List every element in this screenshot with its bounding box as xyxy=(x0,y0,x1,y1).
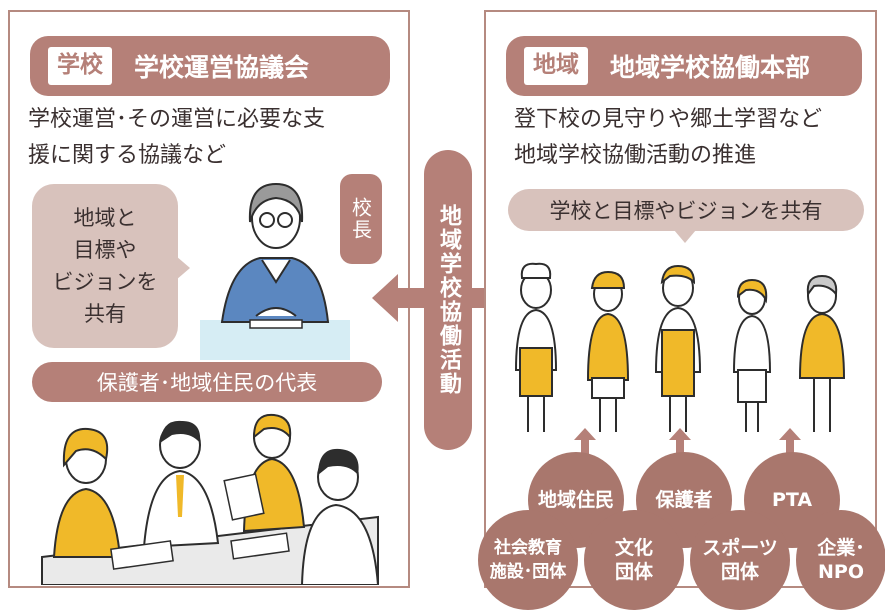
community-school-activity-bar: 地域学校協働活動 xyxy=(424,150,472,450)
up-arrow-stem-1 xyxy=(581,440,589,454)
meeting-illustration xyxy=(41,413,380,585)
circle-companies-npo: 企業･ NPO xyxy=(796,510,885,610)
office-woman-figure xyxy=(732,278,772,432)
up-arrow-3 xyxy=(779,428,801,440)
chef-figure xyxy=(514,262,558,432)
glasses-left xyxy=(259,212,275,228)
community-description: 登下校の見守りや郷土学習など 地域学校協働活動の推進 xyxy=(514,102,822,174)
share-vision-bubble: 学校と目標やビジョンを共有 xyxy=(508,189,864,243)
school-description: 学校運営･その運営に必要な支 援に関する協議など xyxy=(28,102,325,174)
person2-hair xyxy=(160,420,201,443)
table-document-1 xyxy=(110,540,174,570)
meeting-paper xyxy=(223,473,265,521)
up-arrow-2 xyxy=(669,428,691,440)
community-tag: 地域 xyxy=(524,47,588,85)
principal-hands xyxy=(255,307,297,317)
community-headquarters-title: 地域学校協働本部 xyxy=(610,53,811,82)
community-people-illustration xyxy=(514,262,846,432)
up-arrow-stem-3 xyxy=(786,440,794,454)
community-header: 地域 地域学校協働本部 xyxy=(506,36,862,96)
person1-hair xyxy=(62,427,109,468)
school-desc-line1: 学校運営･その運営に必要な支 xyxy=(28,107,326,132)
arrow-left-head xyxy=(372,274,398,322)
shared-vision-bubble: 地域と 目標や ビジョンを 共有 xyxy=(32,184,190,348)
person1-body xyxy=(52,487,122,558)
school-panel: 学校 学校運営協議会 学校運営･その運営に必要な支 援に関する協議など 地域と … xyxy=(8,10,410,588)
representatives-banner: 保護者･地域住民の代表 xyxy=(32,362,382,402)
school-desc-line2: 援に関する協議など xyxy=(28,143,227,168)
school-tag: 学校 xyxy=(48,47,112,85)
circle-culture: 文化 団体 xyxy=(584,510,684,610)
principal-illustration xyxy=(200,182,350,360)
principal-hair xyxy=(248,182,304,223)
community-desc-line2: 地域学校協働活動の推進 xyxy=(514,143,757,168)
principal-collar xyxy=(261,259,291,284)
community-panel: 地域 地域学校協働本部 登下校の見守りや郷土学習など 地域学校協働活動の推進 学… xyxy=(478,10,885,610)
up-arrow-stem-2 xyxy=(676,440,684,454)
table-document-2 xyxy=(230,532,290,560)
principal-body xyxy=(220,257,330,323)
up-arrow-1 xyxy=(574,428,596,440)
person2-tie xyxy=(176,475,184,517)
glasses-right xyxy=(277,212,293,228)
person4-hair xyxy=(318,448,359,475)
elder-figure xyxy=(798,274,846,432)
school-council-title: 学校運営協議会 xyxy=(134,53,310,82)
community-desc-line1: 登下校の見守りや郷土学習など xyxy=(514,107,823,132)
circle-social-education: 社会教育 施設･団体 xyxy=(478,510,578,610)
person4-body xyxy=(300,503,380,585)
school-header: 学校 学校運営協議会 xyxy=(30,36,390,96)
principal-tag: 校長 xyxy=(340,174,382,264)
circle-sports: スポーツ 団体 xyxy=(690,510,790,610)
person3-hair xyxy=(252,413,292,440)
cap-person-figure xyxy=(586,270,630,432)
apron-person-figure xyxy=(654,264,702,432)
desk-papers xyxy=(249,319,303,329)
